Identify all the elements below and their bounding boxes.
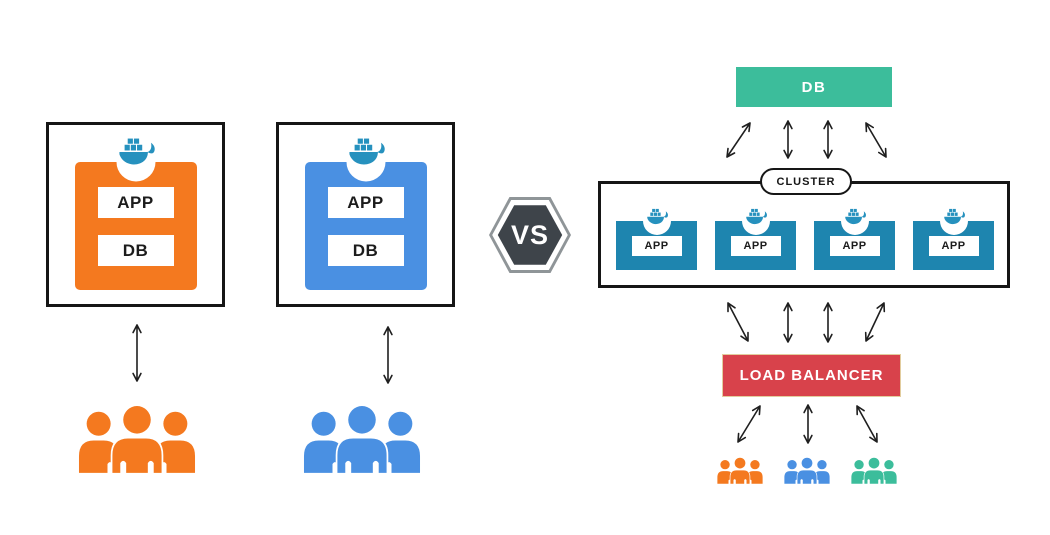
double-arrow (726, 122, 751, 158)
docker-whale-icon (646, 208, 668, 225)
docker-whale-icon (118, 138, 155, 165)
double-arrow (865, 122, 887, 158)
double-arrow (783, 302, 793, 343)
app-label: APP (928, 236, 979, 256)
double-arrow (856, 405, 878, 443)
db-label: DB (97, 235, 174, 266)
double-arrow (823, 120, 833, 159)
double-arrow (864, 302, 886, 342)
double-arrow (783, 120, 793, 159)
cluster-label: CLUSTER (760, 168, 852, 195)
double-arrow (803, 404, 813, 444)
shared-db-box: DB (736, 67, 892, 107)
cluster-app-node: APP (913, 207, 994, 270)
double-arrow (737, 405, 761, 443)
app-label: APP (631, 236, 682, 256)
standalone-host-orange: APP DB (46, 122, 225, 307)
load-balancer-box: LOAD BALANCER (722, 354, 901, 397)
double-arrow (823, 302, 833, 343)
double-arrow (383, 326, 393, 384)
app-label: APP (829, 236, 880, 256)
users-group-blue (303, 404, 421, 473)
docker-whale-icon (943, 208, 965, 225)
double-arrow (132, 324, 142, 382)
users-group-teal-small (851, 457, 897, 484)
db-label: DB (327, 235, 404, 266)
app-label: APP (730, 236, 781, 256)
app-label: APP (327, 187, 404, 218)
vs-label: VS (510, 219, 550, 250)
cluster-app-node: APP (715, 207, 796, 270)
users-group-orange (78, 404, 196, 473)
standalone-host-blue: APP DB (276, 122, 455, 307)
docker-container-orange: APP DB (74, 138, 197, 290)
users-group-orange-small (717, 457, 763, 484)
double-arrow (727, 302, 749, 342)
vs-badge: VS (489, 197, 571, 273)
app-label: APP (97, 187, 174, 218)
cluster-app-node: APP (616, 207, 697, 270)
docker-whale-icon (745, 208, 767, 225)
hexagon-icon (489, 197, 571, 273)
cluster-app-node: APP (814, 207, 895, 270)
users-group-blue-small (784, 457, 830, 484)
docker-whale-icon (844, 208, 866, 225)
docker-whale-icon (348, 138, 385, 165)
docker-container-blue: APP DB (304, 138, 427, 290)
